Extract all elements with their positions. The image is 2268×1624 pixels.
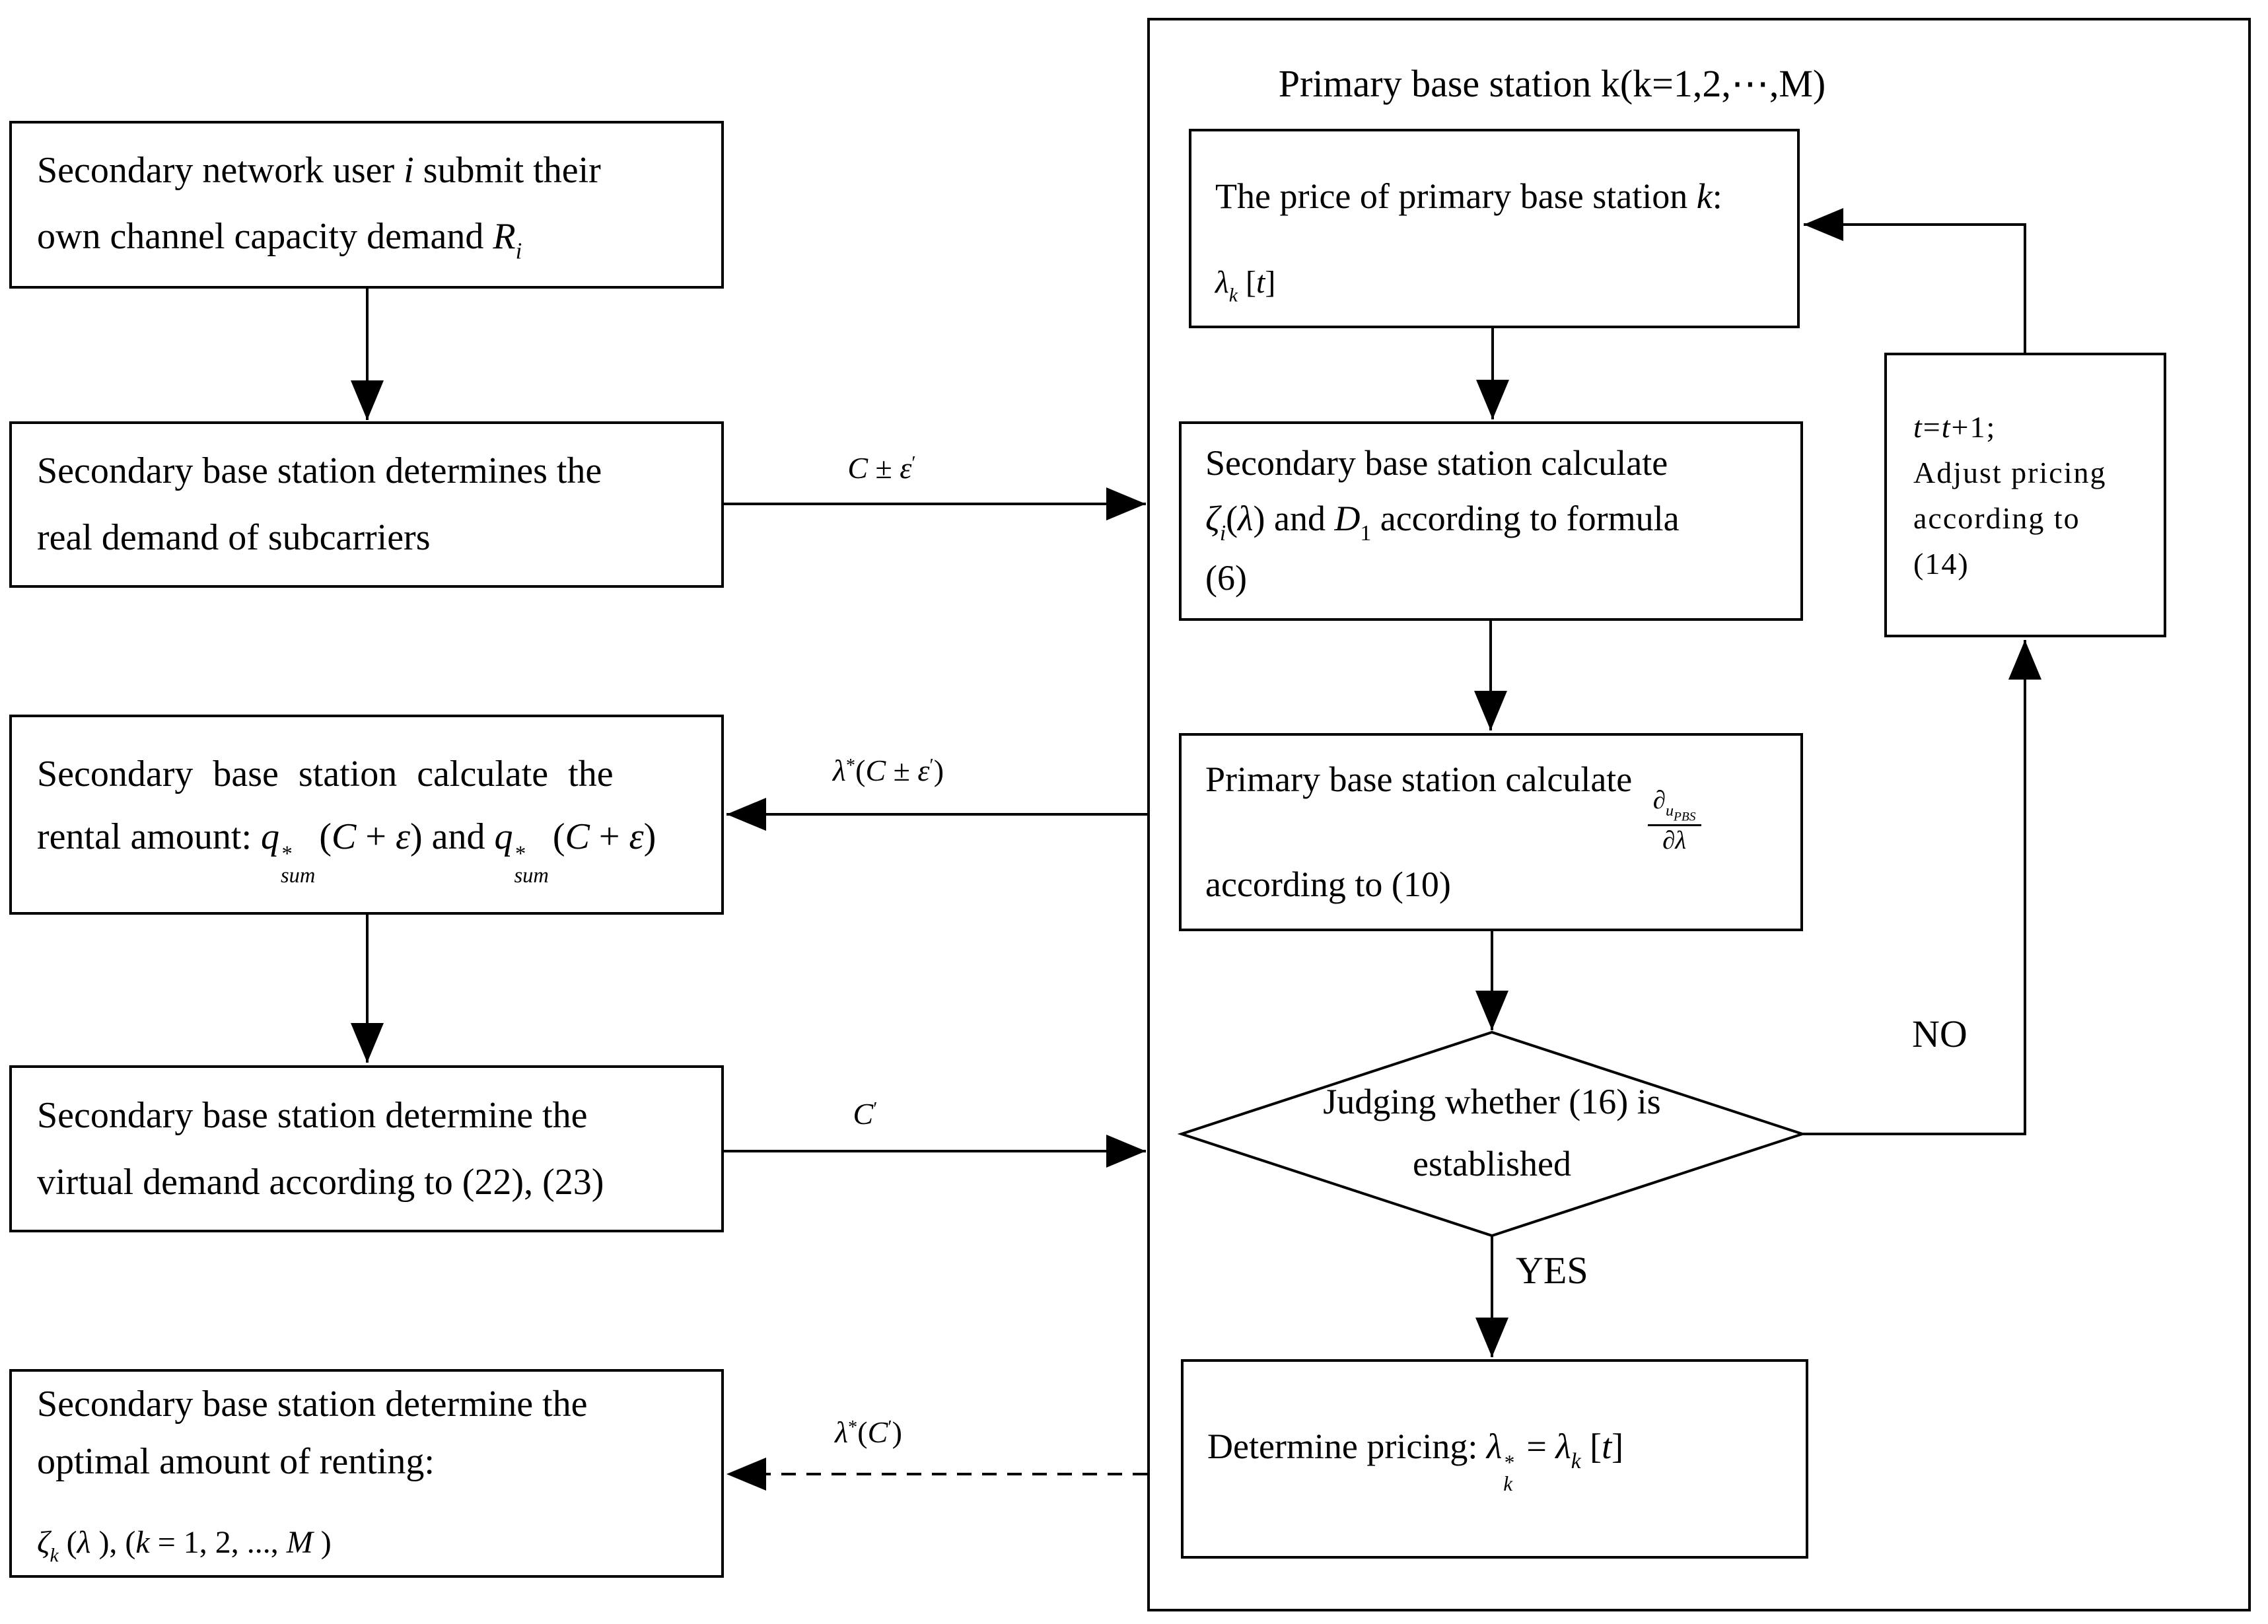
arrow-decision-no-loop (1802, 640, 2041, 1135)
box-optimal-renting-formula: ζk (λ ), (k = 1, 2, ..., M ) (37, 1525, 332, 1567)
label-c-eps: C ± ε′ (847, 451, 916, 485)
decision-diamond (1177, 1030, 1807, 1238)
decision-line2: established (1413, 1144, 1571, 1183)
primary-base-station-container (1147, 18, 2251, 1611)
box-adjust-pricing: t=t+1; Adjust pricing according to (14) (1884, 353, 2166, 637)
box-adjust-pricing-line1: t=t+1; (1913, 409, 1997, 444)
box-determine-pricing-text: Determine pricing: λ*k = λk [t] (1207, 1427, 1624, 1495)
box-determine-pricing: Determine pricing: λ*k = λk [t] (1181, 1359, 1808, 1559)
box-price: The price of primary base station k: λk … (1189, 129, 1800, 328)
arrow-loop-to-price (1804, 208, 2026, 353)
label-yes: YES (1516, 1249, 1588, 1292)
label-c-prime: C′ (853, 1097, 878, 1131)
decision-diamond-label: Judging whether (16) is established (1294, 1067, 1690, 1199)
box-price-formula: λk [t] (1215, 265, 1276, 306)
label-no: NO (1912, 1012, 1967, 1055)
box-adjust-pricing-line2: Adjust pricing according to (14) (1913, 455, 2107, 581)
primary-container-title: Primary base station k(k=1,2,⋯,M) (1278, 62, 1826, 105)
decision-line1: Judging whether (16) is (1323, 1081, 1661, 1121)
label-lambda-c-eps: λ*(C ± ε′) (832, 754, 944, 787)
label-lambda-c-prime: λ*(C′) (835, 1415, 902, 1449)
box-price-text: The price of primary base station k: (1215, 176, 1722, 216)
